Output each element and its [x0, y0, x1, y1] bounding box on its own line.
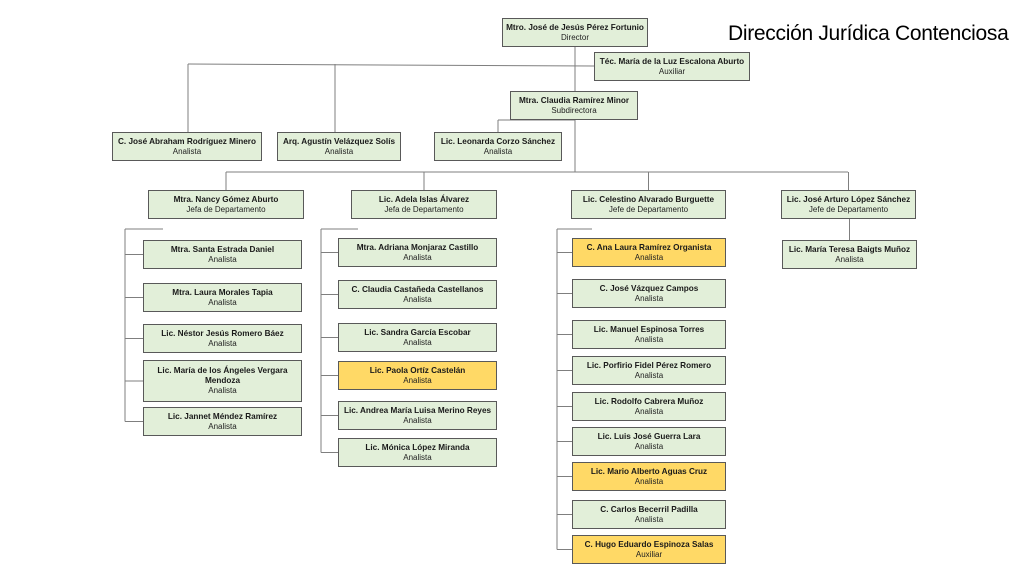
person-role: Analista: [634, 334, 664, 344]
person-role: Auxiliar: [635, 549, 663, 559]
connector-line: [187, 63, 595, 67]
person-role: Analista: [208, 297, 237, 307]
person-role: Analista: [403, 452, 432, 462]
person-role: Analista: [403, 415, 432, 425]
person-role: Analista: [172, 146, 202, 156]
person-name: Lic. Leonarda Corzo Sánchez: [440, 136, 556, 146]
person-name: Mtra. Claudia Ramírez Minor: [518, 95, 630, 105]
person-name: Lic. Celestino Alvarado Burguette: [582, 194, 715, 204]
person-name: C. José Vázquez Campos: [599, 283, 699, 293]
person-name: Lic. Adela Islas Álvarez: [378, 194, 470, 204]
person-name: Lic. Porfirio Fidel Pérez Romero: [586, 360, 712, 370]
person-role: Analista: [208, 338, 237, 348]
person-name: Lic. Mario Alberto Aguas Cruz: [590, 466, 708, 476]
person-role: Auxiliar: [658, 66, 686, 76]
person-name: Lic. Rodolfo Cabrera Muñoz: [594, 396, 704, 406]
person-role: Analista: [403, 337, 432, 347]
person-role: Analista: [634, 441, 664, 451]
person-name: Lic. María Teresa Baigts Muñoz: [788, 244, 911, 254]
person-name: C. Carlos Becerril Padilla: [600, 504, 698, 514]
person-name: Lic. Néstor Jesús Romero Báez: [161, 328, 284, 338]
person-role: Analista: [403, 252, 432, 262]
person-role: Director: [560, 32, 589, 42]
person-role: Analista: [324, 146, 354, 156]
person-name: C. Hugo Eduardo Espinoza Salas: [584, 539, 714, 549]
person-role: Analista: [835, 254, 864, 264]
person-role: Analista: [634, 476, 664, 486]
person-name: Mtra. Adriana Monjaraz Castillo: [356, 242, 479, 252]
person-role: Analista: [208, 421, 237, 431]
person-role: Jefe de Departamento: [808, 204, 889, 214]
person-role: Analista: [634, 293, 664, 303]
chart-title: Dirección Jurídica Contenciosa: [728, 22, 1009, 45]
person-role: Analista: [403, 294, 432, 304]
person-role: Analista: [634, 252, 664, 262]
person-name: Lic. María de los Ángeles Vergara Mendoz…: [157, 366, 288, 385]
person-name: Mtra. Laura Morales Tapia: [172, 287, 273, 297]
person-role: Analista: [634, 406, 664, 416]
person-role: Analista: [403, 375, 432, 385]
person-name: Mtro. José de Jesús Pérez Fortunio: [506, 22, 644, 32]
person-role: Analista: [208, 254, 237, 264]
person-name: C. Claudia Castañeda Castellanos: [351, 284, 484, 294]
person-role: Subdirectora: [551, 105, 597, 115]
person-role: Jefa de Departamento: [384, 204, 464, 214]
person-name: Lic. Mónica López Miranda: [365, 442, 470, 452]
person-name: Lic. Andrea María Luisa Merino Reyes: [343, 405, 492, 415]
person-name: Lic. Jannet Méndez Ramírez: [167, 411, 278, 421]
person-name: Lic. Manuel Espinosa Torres: [593, 324, 705, 334]
person-name: Lic. Luis José Guerra Lara: [597, 431, 701, 441]
person-name: Lic. José Arturo López Sánchez: [786, 194, 911, 204]
person-role: Jefe de Departamento: [608, 204, 689, 214]
person-role: Analista: [208, 386, 237, 395]
person-name: Lic. Sandra García Escobar: [364, 327, 471, 337]
person-name: C. José Abraham Rodríguez Minero: [118, 136, 256, 146]
person-name: Lic. Paola Ortíz Castelán: [369, 365, 466, 375]
person-name: Mtra. Nancy Gómez Aburto: [173, 194, 279, 204]
person-name: Téc. María de la Luz Escalona Aburto: [599, 56, 745, 66]
person-role: Jefa de Departamento: [186, 204, 266, 214]
person-name: Arq. Agustín Velázquez Solís: [282, 136, 396, 146]
staff-box: Lic. María de los Ángeles Vergara Mendoz…: [143, 360, 302, 402]
person-role: Analista: [483, 146, 513, 156]
person-name: Mtra. Santa Estrada Daniel: [170, 244, 275, 254]
person-name: C. Ana Laura Ramírez Organista: [586, 242, 712, 252]
person-role: Analista: [634, 514, 664, 524]
person-role: Analista: [634, 370, 664, 380]
